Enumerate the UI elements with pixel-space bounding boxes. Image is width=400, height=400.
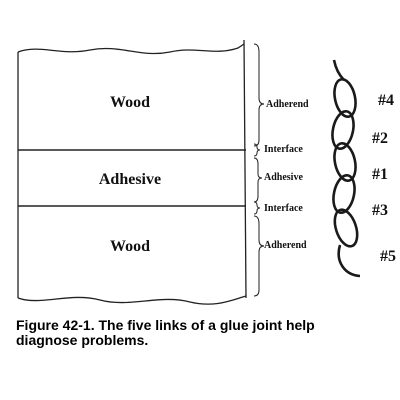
chain-head: [332, 59, 345, 81]
link-label-3: #3: [372, 202, 388, 219]
bracket-interface-bottom: [253, 201, 261, 215]
chain-link-3: [332, 173, 356, 215]
link-label-4: #4: [378, 92, 394, 109]
wood-bottom-label: Wood: [109, 238, 150, 255]
chain-link-2: [331, 109, 355, 151]
bottom-torn-edge: [17, 295, 247, 305]
chain-link-5: [333, 208, 359, 248]
interface-top-label: Interface: [264, 144, 303, 155]
link-label-2: #2: [372, 130, 388, 147]
caption-line-2: diagnose problems.: [16, 332, 149, 348]
right-edge: [243, 39, 247, 299]
bracket-adherend-top: [253, 43, 265, 147]
caption-line-1: Figure 42-1. The five links of a glue jo…: [16, 317, 315, 333]
bracket-adhesive: [253, 157, 263, 203]
chain: [331, 59, 361, 278]
layer-brackets: [253, 43, 265, 297]
top-torn-edge: [17, 43, 245, 55]
adherend-top-label: Adherend: [266, 99, 309, 110]
chain-link-1: [333, 141, 357, 183]
adherend-bottom-label: Adherend: [264, 240, 307, 251]
link-label-1: #1: [372, 166, 388, 183]
adhesive-block-label: Adhesive: [98, 171, 162, 188]
figure-caption: Figure 42-1. The five links of a glue jo…: [16, 318, 391, 348]
interface-bottom-label: Interface: [264, 203, 303, 214]
bracket-adherend-bottom: [253, 215, 265, 297]
link-label-5: #5: [380, 248, 396, 265]
adhesive-layer-label: Adhesive: [264, 172, 303, 183]
bracket-interface-top: [253, 143, 261, 157]
chain-tail: [337, 244, 361, 278]
wood-top-label: Wood: [109, 94, 150, 111]
wood-stack: [17, 39, 247, 305]
chain-link-4: [333, 77, 357, 119]
